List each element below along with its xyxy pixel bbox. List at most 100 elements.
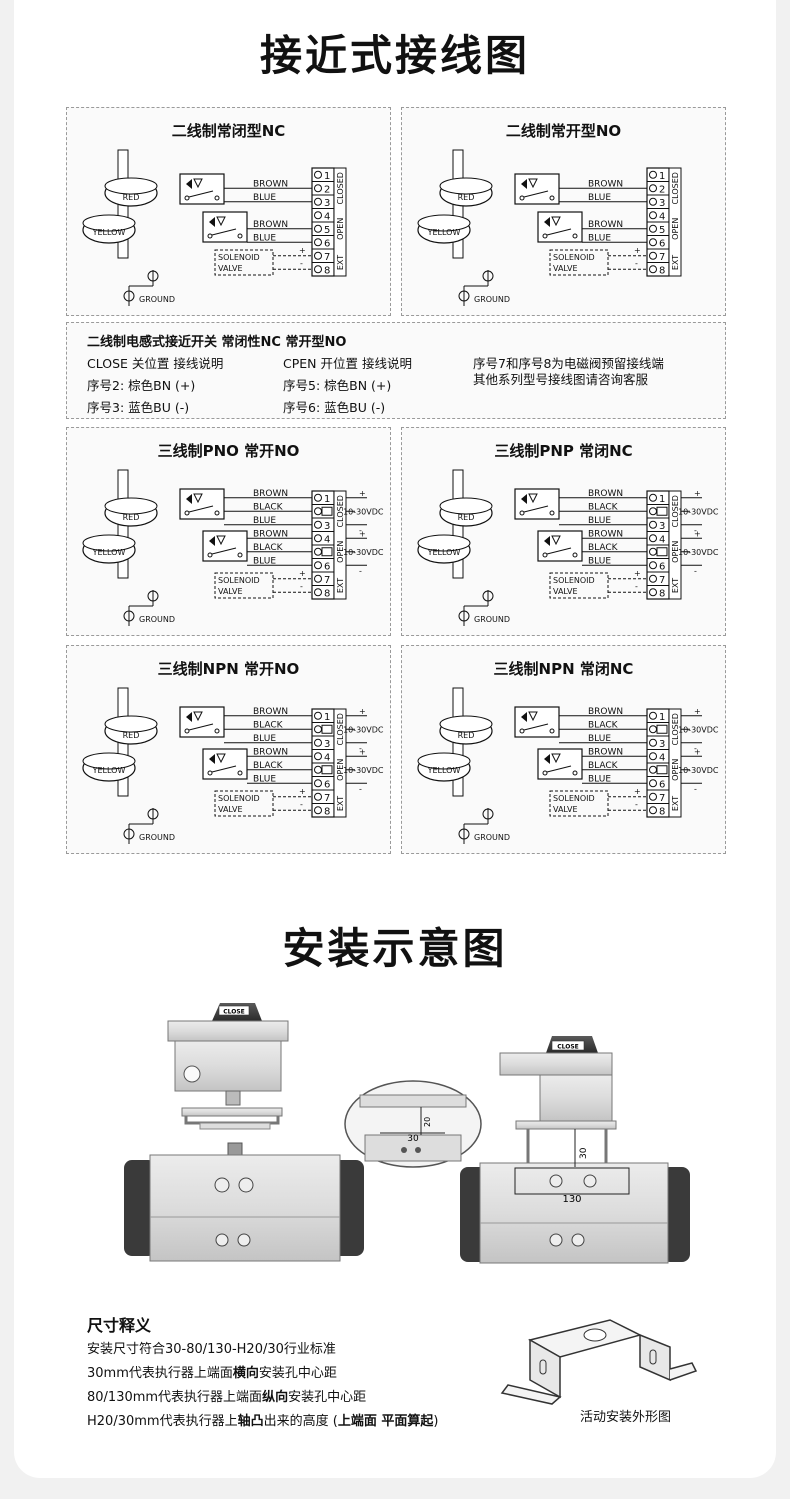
valve-label: VALVE: [553, 805, 578, 814]
terminal-number: 1: [324, 712, 330, 723]
terminal-number: 3: [324, 739, 330, 750]
terminal-screw: [314, 224, 322, 233]
wire-label: BLUE: [253, 516, 276, 526]
switch-contact: [184, 728, 190, 734]
wire-label: BROWN: [588, 220, 623, 230]
close-tag-label: CLOSE: [223, 1009, 245, 1016]
terminal-screw: [314, 197, 322, 206]
plus-sign: +: [634, 246, 641, 255]
wire-label: BLUE: [253, 774, 276, 784]
sensor-symbol-icon: [521, 179, 527, 189]
closed-label: CLOSED: [671, 713, 680, 745]
ext-label: EXT: [671, 578, 680, 593]
terminal-screw: [649, 265, 657, 274]
sensor-diamond-icon: [193, 493, 203, 504]
ext-label: EXT: [336, 796, 345, 811]
sensor-symbol-icon: [186, 179, 192, 189]
terminal-number: 1: [324, 494, 330, 505]
terminal-legend: [668, 167, 682, 277]
ground-icon: [147, 270, 159, 282]
terminal-number: 7: [324, 793, 330, 804]
terminal-screw: [314, 534, 322, 543]
terminal-number: 3: [659, 198, 665, 209]
load-relay: [656, 765, 668, 775]
note-2-part-a: 30mm代表执行器上端面: [87, 1366, 233, 1381]
switch-contact: [519, 195, 525, 201]
minus-sign: -: [635, 800, 638, 809]
red-cam-label: RED: [458, 193, 475, 202]
ext-label: EXT: [336, 578, 345, 593]
plus-sign: +: [634, 787, 641, 796]
plus-sign: +: [299, 787, 306, 796]
note-4-part-c: 出来的高度 (: [263, 1414, 338, 1429]
dim-20-detail: 20: [423, 1117, 432, 1127]
info-title: 二线制电感式接近开关 常闭性NC 常开型NO: [87, 335, 347, 350]
minus-sign: -: [694, 526, 697, 535]
open-label: OPEN: [336, 759, 345, 781]
terminal-number: 8: [659, 588, 665, 599]
sensor-diamond-icon: [528, 711, 538, 722]
solenoid-valve-box: [214, 249, 274, 276]
sensor-symbol-icon: [186, 494, 192, 504]
switch-lever: [188, 190, 214, 198]
wire-label: BROWN: [253, 707, 288, 717]
wiring-diagram: REDYELLOWGROUND12345678CLOSEDOPENEXTBROW…: [82, 687, 384, 844]
terminal-screw: [314, 779, 322, 788]
dimension-note-2: 30mm代表执行器上端面横向安装孔中心距: [87, 1362, 337, 1381]
valve-label: VALVE: [553, 587, 578, 596]
minus-sign: -: [359, 566, 362, 575]
sensor-symbol-icon: [544, 217, 550, 227]
dim-30-detail: 30: [407, 1134, 419, 1144]
dimension-note-1: 安装尺寸符合30-80/130-H20/30行业标准: [87, 1342, 336, 1357]
load-relay: [321, 506, 333, 516]
wire-label: BLUE: [588, 774, 611, 784]
wire-label: BLUE: [253, 556, 276, 566]
terminal-screw: [314, 752, 322, 761]
minus-sign: -: [694, 744, 697, 753]
panel-title: 二线制常开型NO: [505, 122, 622, 140]
wire-label: BROWN: [588, 747, 623, 757]
load-relay: [656, 547, 668, 557]
terminal-screw: [649, 711, 657, 720]
closed-label: CLOSED: [671, 495, 680, 527]
switch-lever: [523, 505, 549, 513]
sensor-symbol-icon: [521, 712, 527, 722]
panel-title: 三线制PNP 常闭NC: [494, 442, 633, 460]
terminal-screw: [649, 238, 657, 247]
note-4-part-e: ): [433, 1414, 439, 1429]
terminal-number: 3: [324, 198, 330, 209]
plus-sign: +: [359, 489, 366, 498]
wiring-section-title: 接近式接线图: [259, 31, 530, 80]
switch-contact: [542, 233, 548, 239]
solenoid-label: SOLENOID: [553, 576, 595, 585]
terminal-screw: [314, 738, 322, 747]
wire-label: BROWN: [253, 220, 288, 230]
terminal-number: 6: [324, 779, 330, 790]
switch-contact: [237, 770, 243, 776]
terminal-number: 7: [659, 575, 665, 586]
yellow-cam-top: [417, 534, 471, 552]
terminal-number: 6: [324, 561, 330, 572]
wire-label: BROWN: [253, 747, 288, 757]
vdc-label: 10-30VDC: [343, 507, 384, 516]
terminal-screw: [314, 170, 322, 179]
info-contact-note: 其他系列型号接线图请咨询客服: [473, 372, 649, 387]
valve-label: VALVE: [553, 264, 578, 273]
wire-label: BLACK: [588, 720, 619, 730]
switch-contact: [572, 770, 578, 776]
vdc-label: 10-30VDC: [678, 766, 719, 775]
wire-label: BLUE: [253, 233, 276, 243]
terminal-screw: [649, 765, 657, 774]
load-relay: [321, 765, 333, 775]
ground-label: GROUND: [474, 615, 510, 624]
terminal-screw: [314, 184, 322, 193]
terminal-number: 4: [659, 211, 665, 222]
load-relay: [321, 547, 333, 557]
wire-label: BROWN: [588, 179, 623, 189]
terminal-number: 6: [659, 779, 665, 790]
plus-sign: +: [299, 569, 306, 578]
minus-sign: -: [300, 259, 303, 268]
terminal-number: 1: [659, 494, 665, 505]
red-cam-label: RED: [123, 193, 140, 202]
terminal-number: 8: [324, 588, 330, 599]
